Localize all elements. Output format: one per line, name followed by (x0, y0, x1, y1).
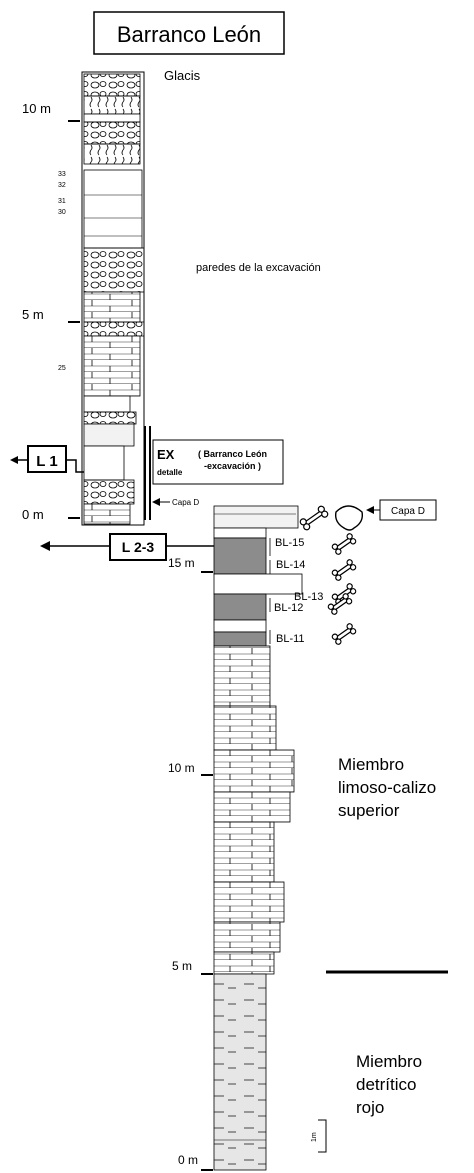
level-bl11: BL-11 (276, 633, 305, 645)
lower-scale-0m: 0 m (178, 1153, 198, 1167)
lower-scale-15m: 15 m (168, 556, 195, 570)
upper-scale-10m: 10 m (22, 101, 51, 116)
glacis-label: Glacis (164, 68, 201, 83)
bed-number: 33 (58, 171, 66, 178)
ex-desc-1: ( Barranco León (198, 449, 267, 459)
upper-scale-0m: 0 m (22, 507, 44, 522)
ex-code: EX (157, 447, 175, 462)
scale-bar (318, 1120, 326, 1152)
arrow-left-icon (152, 498, 160, 506)
upper-column (82, 72, 144, 525)
member-upper-line3: superior (338, 801, 400, 820)
excavation-note: paredes de la excavación (196, 262, 321, 274)
lower-scale-10m: 10 m (168, 761, 195, 775)
skull-icon (336, 506, 363, 530)
arrow-left-icon (40, 541, 50, 551)
ex-sub: detalle (157, 468, 183, 477)
bone-icon (331, 533, 356, 555)
capa-d-right: Capa D (391, 506, 425, 517)
level-bl12: BL-12 (274, 602, 303, 614)
bone-icon (331, 559, 356, 581)
locality-l1: L 1 (36, 453, 57, 470)
ex-desc-2: -excavación ) (204, 461, 261, 471)
scale-bar-label: 1m (311, 1132, 318, 1142)
bed-number: 32 (58, 182, 66, 189)
bed-number: 30 (58, 209, 66, 216)
member-upper-line2: limoso-calizo (338, 778, 436, 797)
member-upper-line1: Miembro (338, 755, 404, 774)
level-bl14: BL-14 (276, 559, 305, 571)
bed-number: 31 (58, 198, 66, 205)
level-bl15: BL-15 (275, 537, 304, 549)
locality-l23: L 2-3 (122, 539, 155, 555)
member-lower-line2: detrítico (356, 1075, 416, 1094)
title: Barranco León (117, 22, 261, 47)
capa-d-upper: Capa D (172, 498, 199, 507)
lower-scale-5m: 5 m (172, 959, 192, 973)
arrow-left-icon (10, 456, 18, 464)
member-lower-line3: rojo (356, 1098, 384, 1117)
bone-icon (331, 623, 356, 645)
bone-icon (299, 505, 329, 531)
arrow-left-icon (366, 506, 374, 514)
bed-number: 25 (58, 365, 66, 372)
member-lower-line1: Miembro (356, 1052, 422, 1071)
upper-scale-5m: 5 m (22, 307, 44, 322)
